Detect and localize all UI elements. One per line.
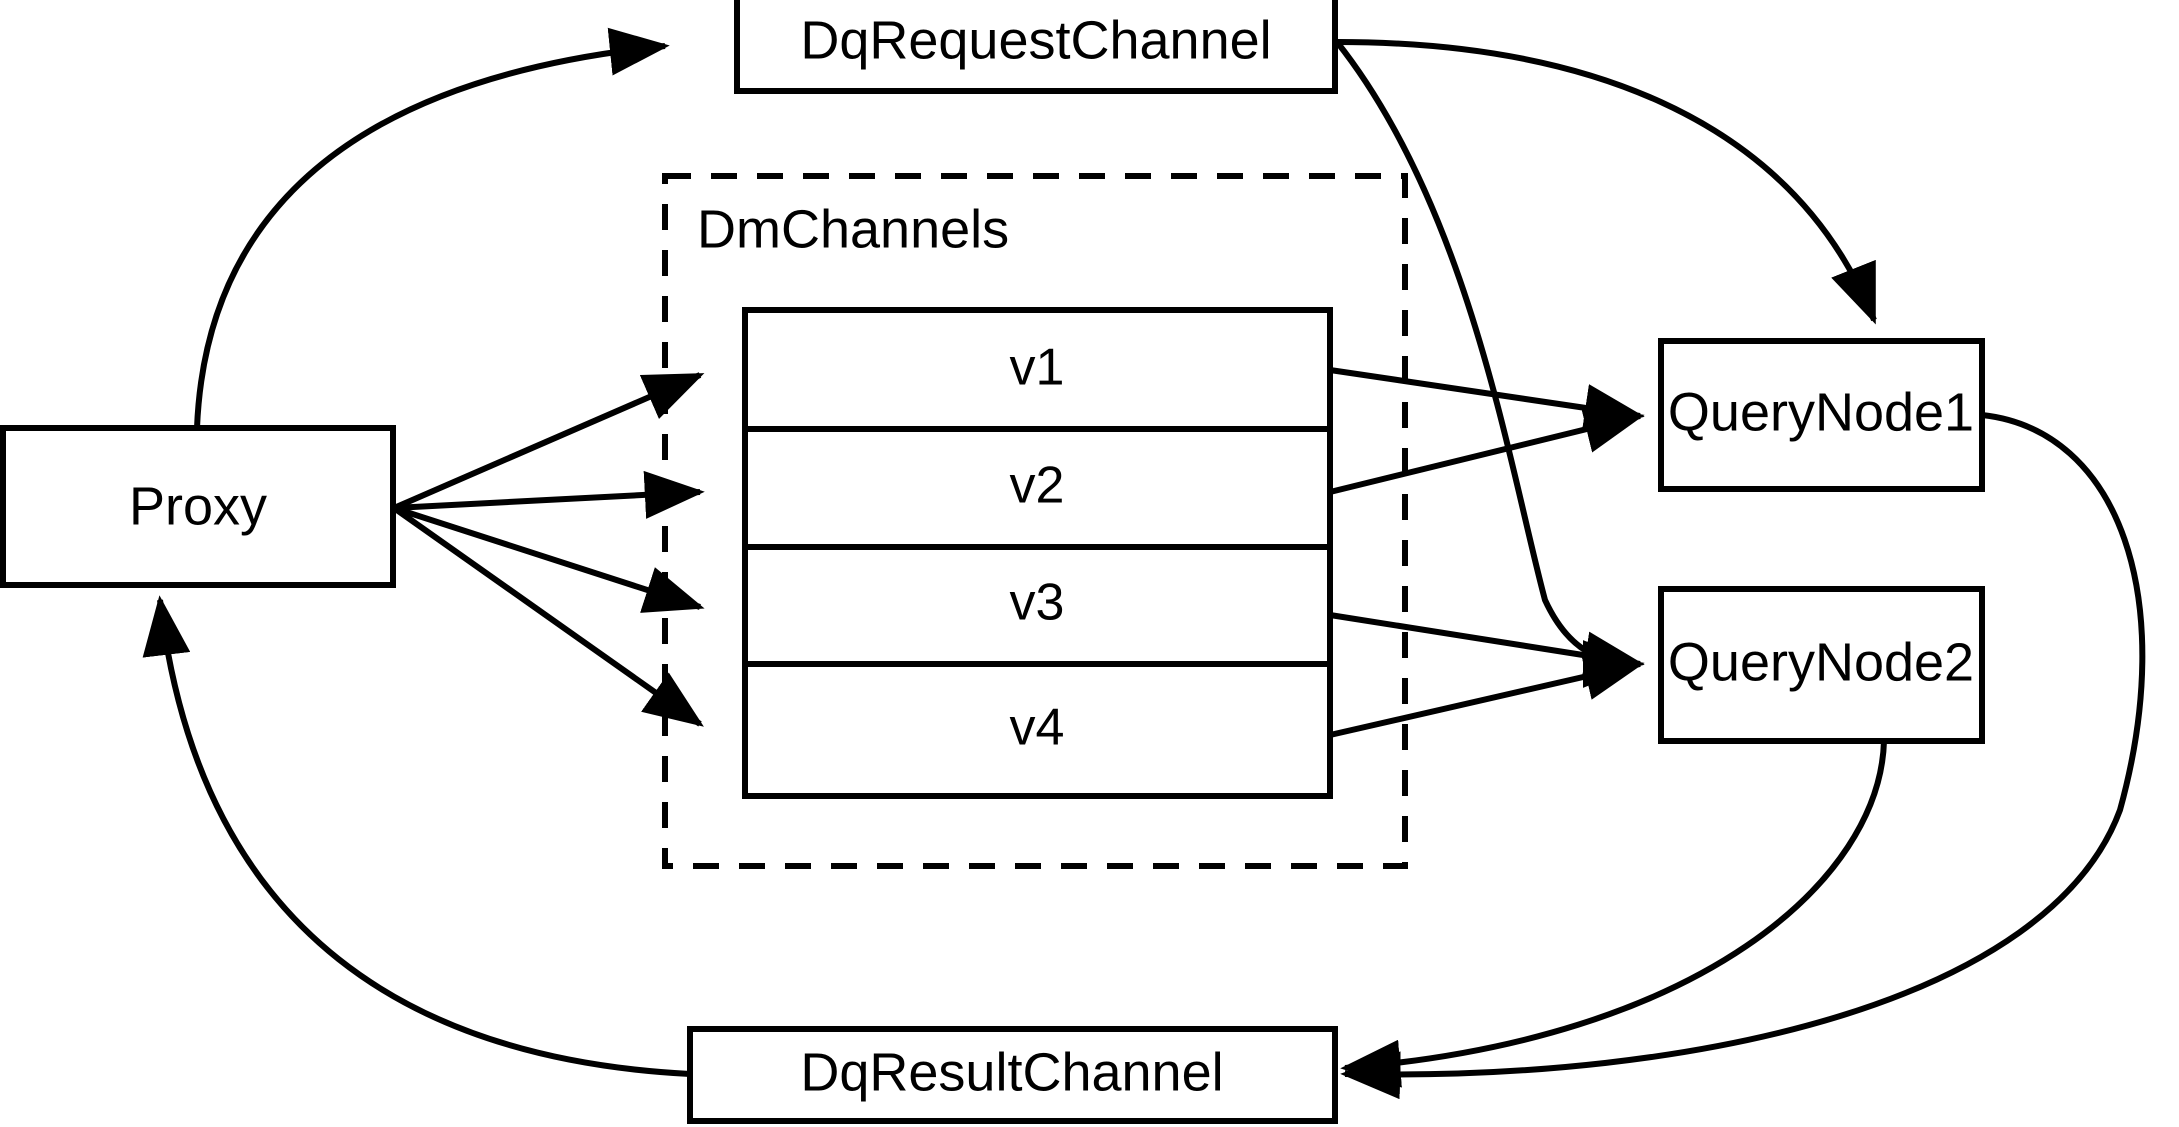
edge-querynode1-to-dqresultchannel <box>1340 412 2146 1100</box>
dqrequestchannel-box[interactable] <box>734 0 1338 94</box>
proxy-label: Proxy <box>129 476 267 536</box>
edge-dqrequestchannel-to-querynode1 <box>1336 39 1877 325</box>
edge-proxy-to-v3 <box>393 505 705 613</box>
node-querynode2[interactable]: QueryNode2 <box>1658 586 1985 744</box>
edge-proxy-to-v4 <box>392 505 704 727</box>
querynode2-label: QueryNode2 <box>1668 632 1974 692</box>
edge-querynode2-to-dqresultchannel <box>1340 740 1887 1088</box>
querynode1-box[interactable] <box>1658 338 1985 492</box>
dmchannels-group-label: DmChannels <box>697 199 1009 259</box>
dqresultchannel-box[interactable] <box>687 1026 1338 1124</box>
channel-row-v1-label: v1 <box>1010 339 1065 397</box>
proxy-box[interactable] <box>0 425 396 588</box>
channel-row-v2-label: v2 <box>1010 457 1065 515</box>
channel-row-v3-label: v3 <box>1010 574 1065 632</box>
node-proxy[interactable]: Proxy <box>0 425 396 588</box>
node-dqresultchannel[interactable]: DqResultChannel <box>687 1026 1338 1124</box>
edge-v4-to-querynode2 <box>1329 652 1645 738</box>
edge-proxy-to-dqrequestchannel <box>194 27 670 429</box>
channel-row-v4-label: v4 <box>1010 699 1065 757</box>
edge-v2-to-querynode1 <box>1329 405 1645 495</box>
edge-proxy-to-v2 <box>393 470 705 519</box>
edge-dqresultchannel-to-proxy <box>142 595 691 1077</box>
edge-proxy-to-v1 <box>392 372 705 511</box>
channel-row-v4[interactable] <box>742 661 1333 799</box>
dqrequestchannel-label: DqRequestChannel <box>800 10 1271 70</box>
querynode2-box[interactable] <box>1658 586 1985 744</box>
node-querynode1[interactable]: QueryNode1 <box>1658 338 1985 492</box>
dmchannels-group-box <box>662 173 1408 869</box>
channel-row-v1[interactable] <box>742 307 1333 432</box>
channel-row-v3[interactable] <box>742 544 1333 667</box>
dqresultchannel-label: DqResultChannel <box>800 1042 1223 1102</box>
edge-dqrequestchannel-to-querynode2 <box>1334 40 1643 688</box>
querynode1-label: QueryNode1 <box>1668 382 1974 442</box>
edge-v1-to-querynode1 <box>1329 367 1645 432</box>
node-dqrequestchannel[interactable]: DqRequestChannel <box>734 0 1338 94</box>
dmchannels-table: v1 v2 v3 v4 <box>742 307 1333 799</box>
